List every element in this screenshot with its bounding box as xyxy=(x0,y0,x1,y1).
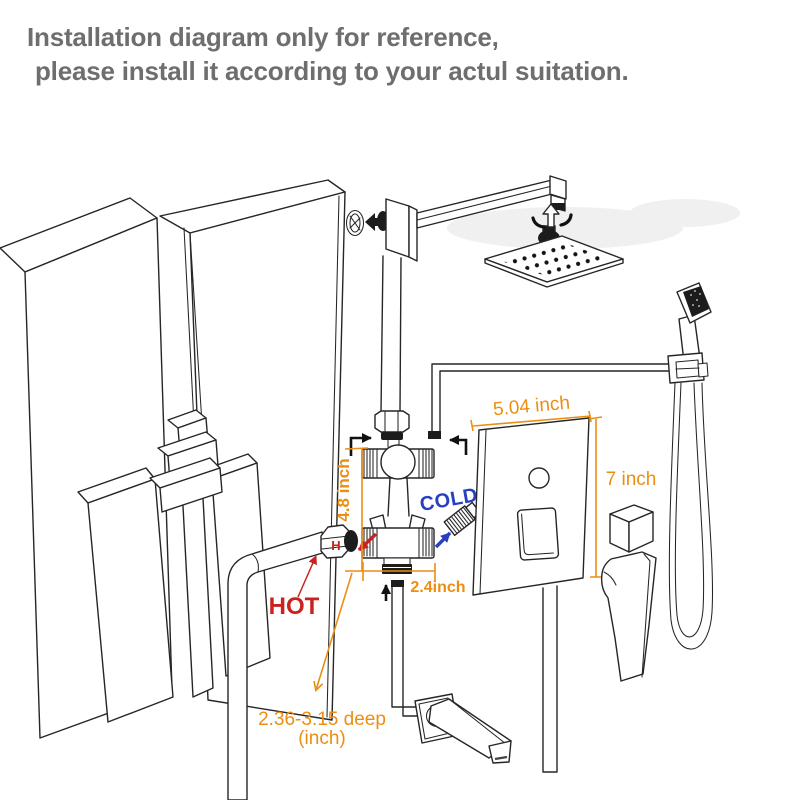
wall-anchor-screw-inner xyxy=(349,213,361,233)
valve-width-dim-line xyxy=(345,562,436,582)
handle-opening xyxy=(516,507,560,561)
cartridge-cube-right xyxy=(628,511,654,553)
shower-arm-assembly xyxy=(345,175,567,448)
routing-lines xyxy=(349,363,670,456)
depth-leader-line xyxy=(316,572,353,690)
wall-board-right-edge xyxy=(326,195,340,718)
swivel-mark-right-icon xyxy=(559,213,573,227)
cold-connect-arrow-icon xyxy=(434,531,452,549)
panel-height-dim-line xyxy=(588,416,603,578)
hose-outer xyxy=(668,382,714,650)
valve-distance-dim-line xyxy=(344,447,369,571)
rain-shower-head xyxy=(484,203,624,288)
spout-pipe-cap xyxy=(391,580,404,587)
arm-down-pipe xyxy=(380,255,402,413)
wand-spray-nozzles xyxy=(690,290,701,307)
valve-tube xyxy=(387,477,410,517)
hot-port-seal xyxy=(344,530,358,552)
hot-leader-line xyxy=(297,555,317,598)
hot-label: HOT xyxy=(269,593,320,620)
hot-supply: H HOT xyxy=(227,524,378,800)
swivel-mark-left-icon xyxy=(531,216,546,229)
spout-ridge xyxy=(448,698,507,745)
connect-arrow-left-icon xyxy=(349,433,372,456)
hex-nut-facets xyxy=(384,410,399,433)
tub-spout xyxy=(381,580,512,764)
cold-fitting xyxy=(443,501,481,537)
valve-distance-label: 4.8 inch xyxy=(334,458,353,521)
shower-head-shadow-2 xyxy=(630,199,740,227)
shower-arm-edge xyxy=(416,185,553,221)
mount-arrow-left-icon xyxy=(365,213,388,231)
hot-port-marker-label: H xyxy=(331,538,340,553)
arm-pipe-hex-nut xyxy=(374,410,410,433)
install-depth-unit-label: (inch) xyxy=(298,728,346,749)
wall-splice-bracket xyxy=(149,409,223,513)
wand-spray-face xyxy=(683,286,709,317)
valve-width-label: 2.4inch xyxy=(410,579,465,596)
lever-handle-notch xyxy=(603,571,617,586)
valve-top-threads xyxy=(363,448,433,479)
mixer-valve xyxy=(361,444,435,574)
shower-head-rim xyxy=(484,258,624,288)
panel-width-dim-line xyxy=(470,410,592,432)
handheld-shower xyxy=(667,282,714,650)
orange-dimensions: 4.8 inch 2.4inch 2.36-3.15 deep (inch) xyxy=(258,447,466,749)
wall-boards xyxy=(0,179,346,739)
install-depth-label: 2.36-3.15 deep xyxy=(258,709,386,730)
supply-line-cap xyxy=(428,431,441,439)
arm-wall-plate xyxy=(385,198,410,258)
valve-outlet-collar xyxy=(383,557,411,566)
hot-pipe-elbow-seam xyxy=(251,553,259,573)
panel-height-label: 7 inch xyxy=(606,469,657,490)
wand-bracket-line xyxy=(675,367,700,370)
shower-head-shadow xyxy=(447,207,683,249)
disclaimer-line-2: please install it according to your actu… xyxy=(35,56,629,86)
nozzle-grid xyxy=(498,241,609,277)
wall-gap-lines xyxy=(183,227,203,425)
spout-supply-pipe xyxy=(391,586,420,717)
valve-outlet-rings xyxy=(382,564,412,574)
valve-center-boss xyxy=(380,444,416,480)
arm-wall-plate-side xyxy=(408,205,418,262)
lever-handle-edge xyxy=(641,553,651,678)
lower-board-a-face xyxy=(87,478,174,723)
panel-width-label: 5.04 inch xyxy=(492,393,571,421)
panel-down-pipe xyxy=(542,585,558,773)
disclaimer-title: Installation diagram only for reference,… xyxy=(27,20,629,88)
screw-cross xyxy=(349,215,361,231)
disclaimer-line-1: Installation diagram only for reference, xyxy=(27,22,499,52)
handle-parts xyxy=(600,504,657,682)
connect-arrow-right-icon xyxy=(449,435,468,455)
panel-left-edge xyxy=(479,429,487,595)
arm-pipe-collar xyxy=(381,432,403,440)
cold-inlet: COLD xyxy=(418,484,481,549)
handheld-supply-line xyxy=(431,363,670,433)
spout-outlet xyxy=(494,755,508,761)
hot-hex-facets xyxy=(321,535,350,550)
arm-connector-seal xyxy=(551,203,565,210)
arm-end-cap xyxy=(549,175,567,200)
panel-face xyxy=(472,417,590,596)
lever-handle[interactable] xyxy=(600,551,657,682)
hose-inner xyxy=(674,382,705,638)
handle-opening-depth xyxy=(521,513,554,556)
attach-up-arrow-icon xyxy=(542,203,560,228)
diverter-button[interactable] xyxy=(528,467,550,489)
wand-bracket-nub xyxy=(697,362,709,378)
